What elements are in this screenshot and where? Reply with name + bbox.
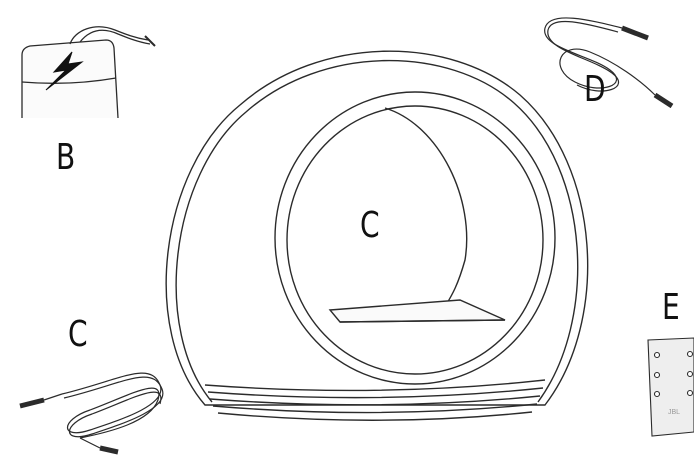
label-power-supply: B bbox=[56, 140, 75, 176]
remote-button bbox=[655, 373, 660, 378]
label-remote: E bbox=[662, 290, 680, 326]
remote-button bbox=[655, 353, 660, 358]
remote-button bbox=[655, 392, 660, 397]
audio-cable-left-illustration bbox=[20, 373, 163, 452]
power-supply-illustration bbox=[22, 27, 155, 118]
remote-control-illustration: JBL bbox=[648, 338, 694, 436]
label-main-unit: C bbox=[360, 208, 380, 244]
audio-cable-top-right-illustration bbox=[545, 18, 672, 106]
remote-button bbox=[688, 352, 693, 357]
remote-brand-logo: JBL bbox=[668, 409, 680, 416]
remote-button bbox=[688, 391, 693, 396]
label-cable-left: C bbox=[68, 317, 88, 353]
remote-button bbox=[688, 372, 693, 377]
label-cable-top-right: D bbox=[584, 72, 606, 108]
